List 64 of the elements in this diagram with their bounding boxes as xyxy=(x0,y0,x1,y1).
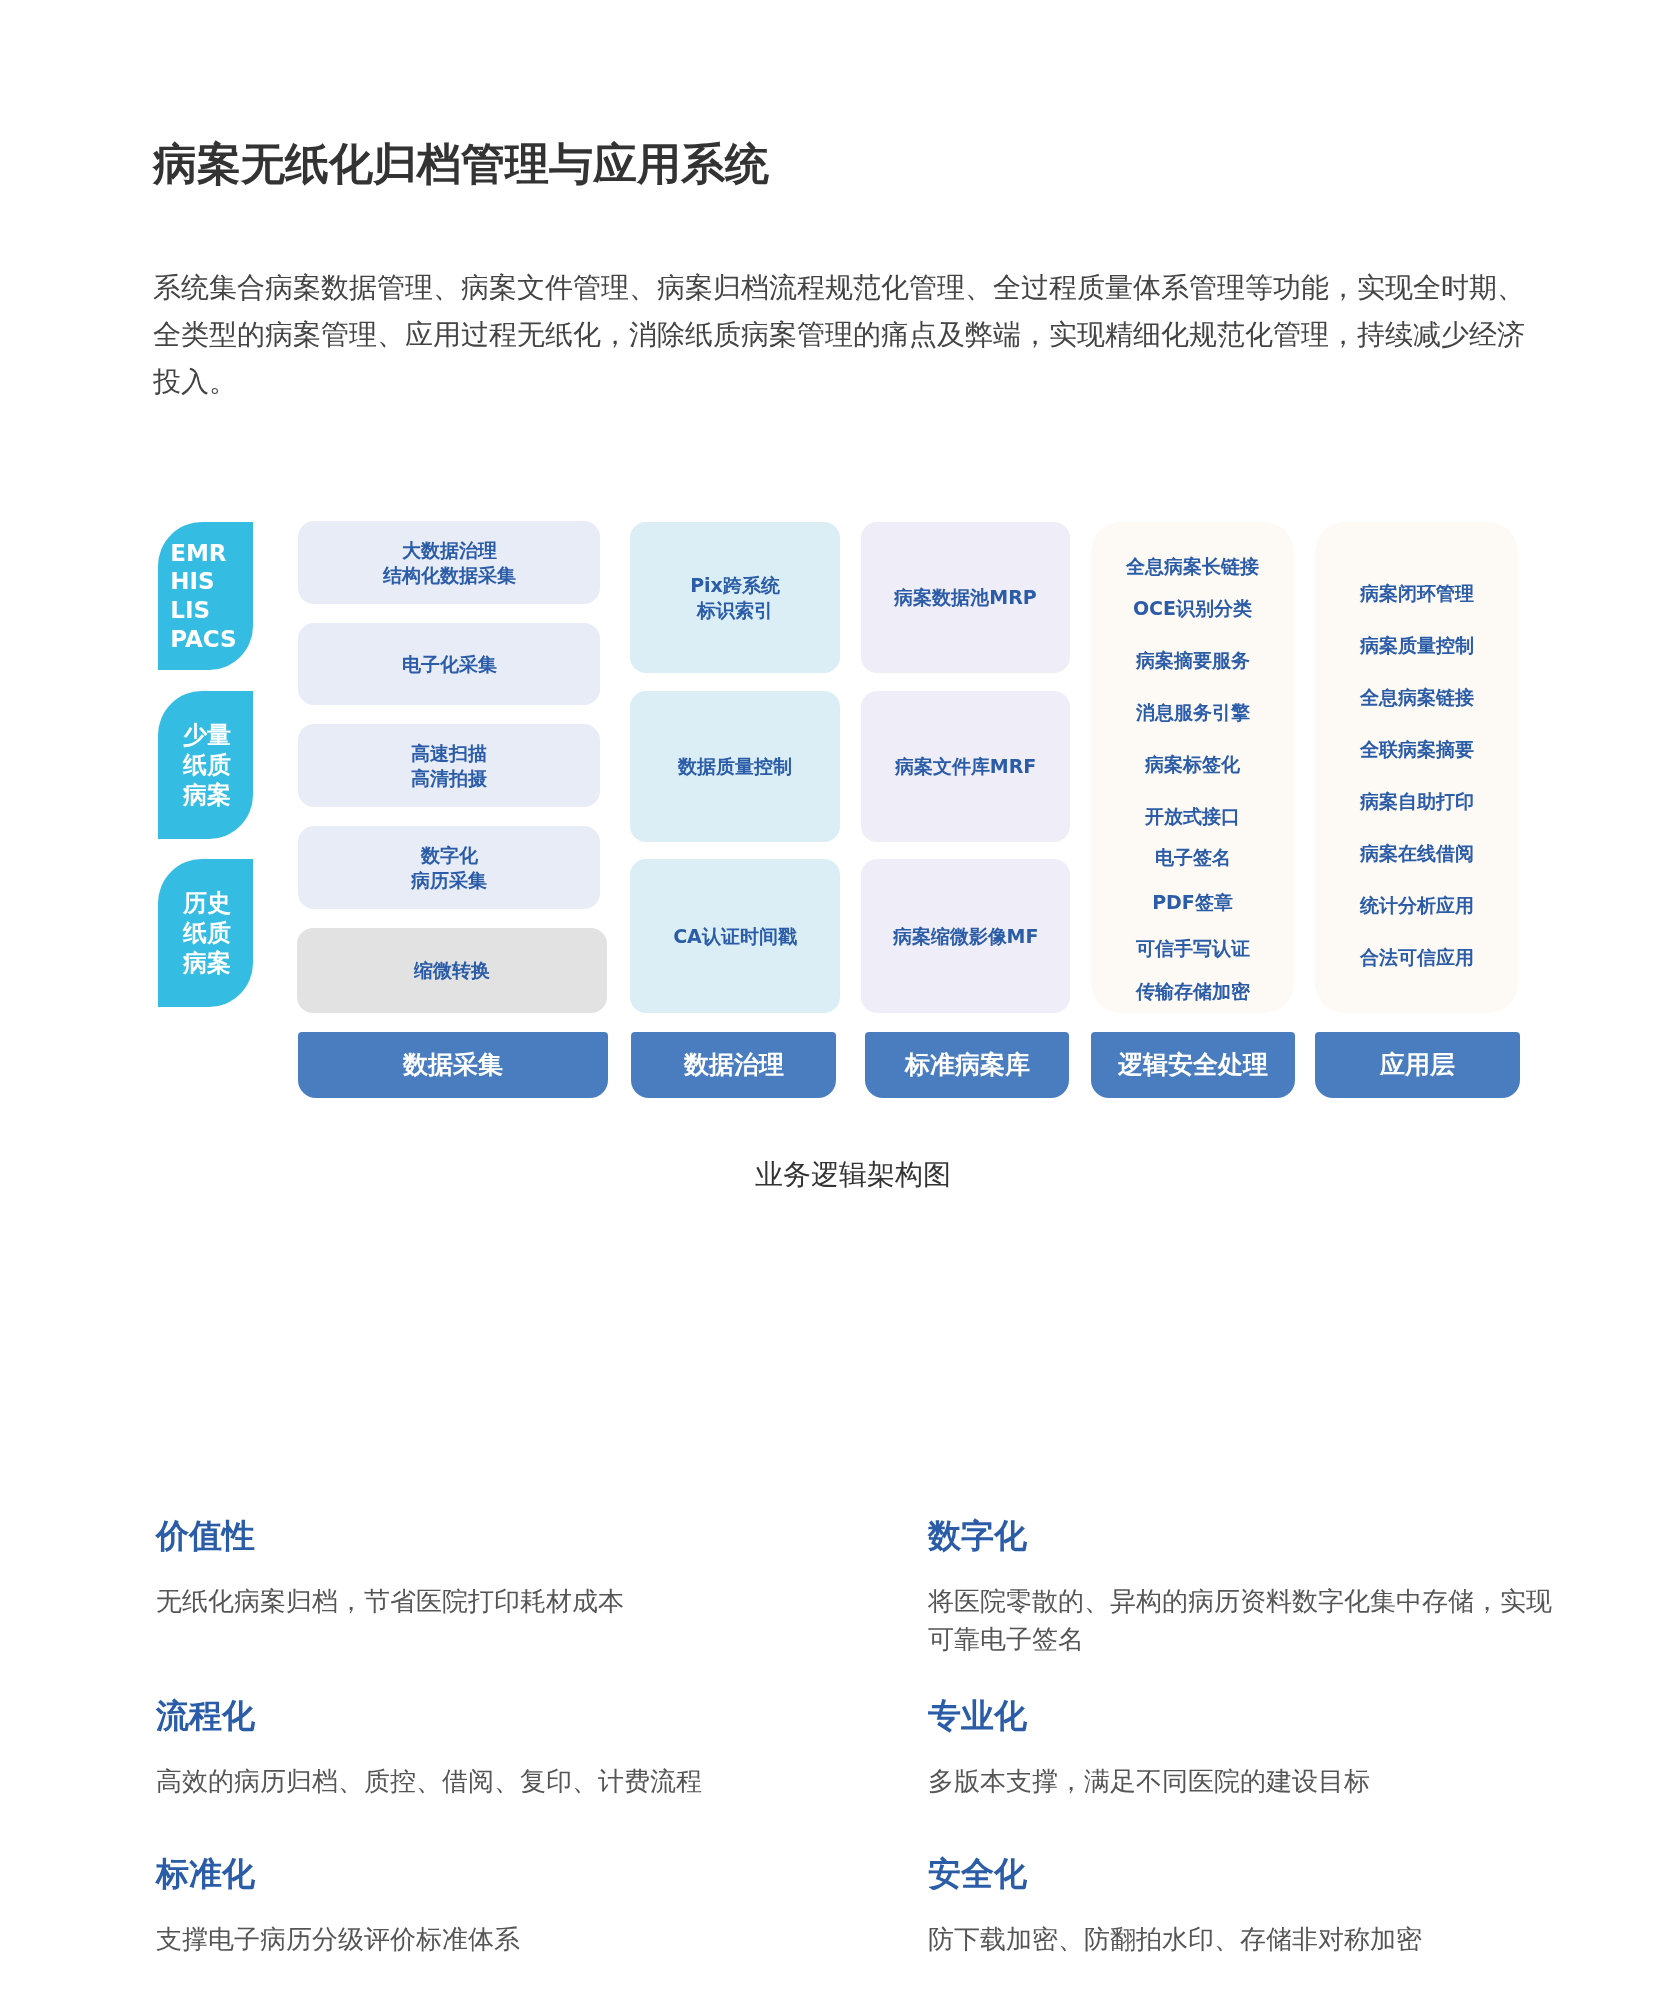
source-tab xyxy=(158,522,253,670)
module-card xyxy=(297,928,607,1013)
module-card xyxy=(630,522,840,673)
module-label: 数据质量控制 xyxy=(678,754,792,779)
function-item: 全息病案长链接 xyxy=(1125,554,1260,579)
intro-paragraph: 系统集合病案数据管理、病案文件管理、病案归档流程规范化管理、全过程质量体系管理等功能，实现全时期、全类型的病案管理、应用过程无纸化，消除纸质病案管理的痛点及弊端，实现精细化规范化管理，持续减少经济投入。 xyxy=(153,270,1526,400)
module-card xyxy=(630,859,840,1013)
page-title: 病案无纸化归档管理与应用系统 xyxy=(153,137,769,191)
layer-bar xyxy=(631,1032,836,1098)
function-item: 合法可信应用 xyxy=(1358,945,1475,970)
feature-description: 多版本支撑，满足不同医院的建设目标 xyxy=(928,1765,1370,1798)
module-card xyxy=(630,691,840,842)
function-item: 开放式接口 xyxy=(1144,804,1241,829)
module-label: Pix跨系统标识索引 xyxy=(690,572,780,623)
feature-heading: 流程化 xyxy=(156,1695,255,1737)
source-label: EMR HIS LIS PACS xyxy=(170,538,238,654)
layer-title: 数据治理 xyxy=(683,1048,784,1081)
function-item: 统计分析应用 xyxy=(1358,893,1475,918)
function-item: 病案标签化 xyxy=(1144,752,1241,777)
module-label: 缩微转换 xyxy=(414,958,490,983)
source-tab xyxy=(158,691,253,839)
function-item: 可信手写认证 xyxy=(1134,936,1251,961)
layer-title: 应用层 xyxy=(1380,1048,1455,1081)
feature-heading: 专业化 xyxy=(928,1695,1027,1737)
module-label: 病案文件库MRF xyxy=(894,754,1037,779)
figure-caption: 业务逻辑架构图 xyxy=(754,1157,952,1193)
function-item: 病案摘要服务 xyxy=(1134,648,1251,673)
module-label: 病案数据池MRP xyxy=(894,585,1037,610)
layer-bar xyxy=(1091,1032,1295,1098)
feature-heading: 价值性 xyxy=(156,1515,255,1557)
source-label: 少量纸质病案 xyxy=(183,720,233,810)
layer-bar xyxy=(865,1032,1069,1098)
function-item: 全联病案摘要 xyxy=(1358,737,1475,762)
feature-description: 将医院零散的、异构的病历资料数字化集中存储，实现可靠电子签名 xyxy=(928,1585,1553,1656)
feature-description: 无纸化病案归档，节省医院打印耗材成本 xyxy=(156,1585,624,1618)
module-label: 大数据治理结构化数据采集 xyxy=(382,537,516,588)
layer-bar xyxy=(1315,1032,1520,1098)
feature-heading: 标准化 xyxy=(156,1853,255,1895)
feature-description: 支撑电子病历分级评价标准体系 xyxy=(156,1923,520,1956)
layer-title: 标准病案库 xyxy=(904,1048,1030,1081)
function-item: 病案闭环管理 xyxy=(1358,581,1475,606)
function-item: 病案质量控制 xyxy=(1358,633,1475,658)
module-label: 数字化病历采集 xyxy=(411,842,487,893)
function-item: 病案在线借阅 xyxy=(1358,841,1475,866)
function-item: 电子签名 xyxy=(1153,845,1232,870)
function-item: 全息病案链接 xyxy=(1358,685,1475,710)
layer-title: 数据采集 xyxy=(403,1048,503,1081)
module-label: 病案缩微影像MF xyxy=(892,923,1039,949)
function-item: 传输存储加密 xyxy=(1134,979,1251,1004)
module-label: 电子化采集 xyxy=(401,651,497,677)
function-item: PDF签章 xyxy=(1151,890,1234,915)
feature-heading: 数字化 xyxy=(928,1515,1027,1557)
feature-description: 高效的病历归档、质控、借阅、复印、计费流程 xyxy=(156,1765,702,1798)
source-tab xyxy=(158,859,253,1007)
module-label: CA认证时间戳 xyxy=(673,923,797,949)
function-item: 消息服务引擎 xyxy=(1134,700,1251,725)
function-item: 病案自助打印 xyxy=(1358,789,1475,814)
layer-bar xyxy=(298,1032,608,1098)
layer-title: 逻辑安全处理 xyxy=(1118,1048,1268,1081)
feature-description: 防下载加密、防翻拍水印、存储非对称加密 xyxy=(928,1923,1422,1956)
module-label: 高速扫描高清拍摄 xyxy=(411,740,487,791)
function-item: OCE识别分类 xyxy=(1131,596,1254,621)
source-label: 历史纸质病案 xyxy=(183,888,233,978)
feature-heading: 安全化 xyxy=(928,1853,1027,1895)
